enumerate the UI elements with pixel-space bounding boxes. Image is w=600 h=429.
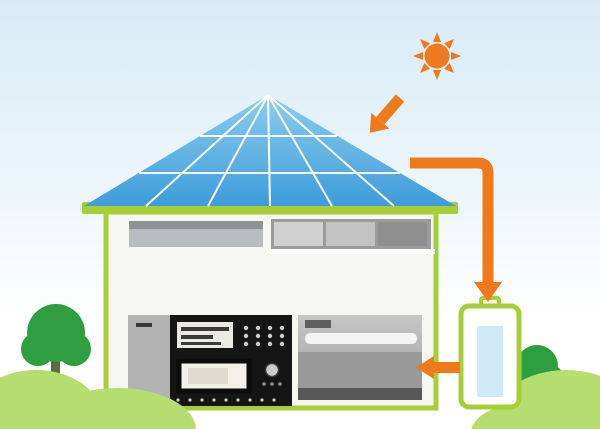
oven-side-buttons	[262, 382, 282, 386]
window-pane-middle	[326, 222, 375, 246]
storage-battery	[458, 296, 522, 410]
sunlight-arrow	[369, 94, 405, 133]
oven-knob	[264, 362, 280, 378]
window-pane-left	[274, 222, 323, 246]
display-readout-lines	[181, 327, 229, 345]
dishwasher-control	[305, 320, 331, 328]
dishwasher-slot	[305, 333, 417, 344]
control-buttons	[243, 325, 285, 347]
solar-panel-roof	[84, 94, 456, 207]
dishwasher-kickplate	[298, 388, 422, 400]
window-sill	[267, 249, 435, 254]
upstairs-window	[267, 219, 435, 254]
vent-top-strip	[129, 221, 263, 229]
roof-to-battery-arrow	[410, 157, 502, 302]
tree-left	[21, 304, 91, 408]
dishwasher-door	[298, 352, 422, 388]
cabinet-handle	[136, 323, 152, 327]
window-pane-right	[378, 222, 427, 246]
oven-window-glass	[188, 368, 228, 384]
solar-panel-grid	[139, 94, 400, 207]
base-vent-dots	[176, 398, 276, 402]
tree-left-foliage	[21, 304, 91, 366]
oven-window	[176, 358, 252, 394]
range-hood-vent	[129, 221, 263, 247]
battery-gauge	[477, 326, 503, 397]
bush-left	[0, 370, 196, 429]
dishwasher-unit	[298, 315, 422, 400]
battery-to-appliance-arrow	[416, 356, 460, 379]
kitchen-appliance-unit	[128, 315, 292, 406]
sun-icon	[413, 32, 461, 80]
